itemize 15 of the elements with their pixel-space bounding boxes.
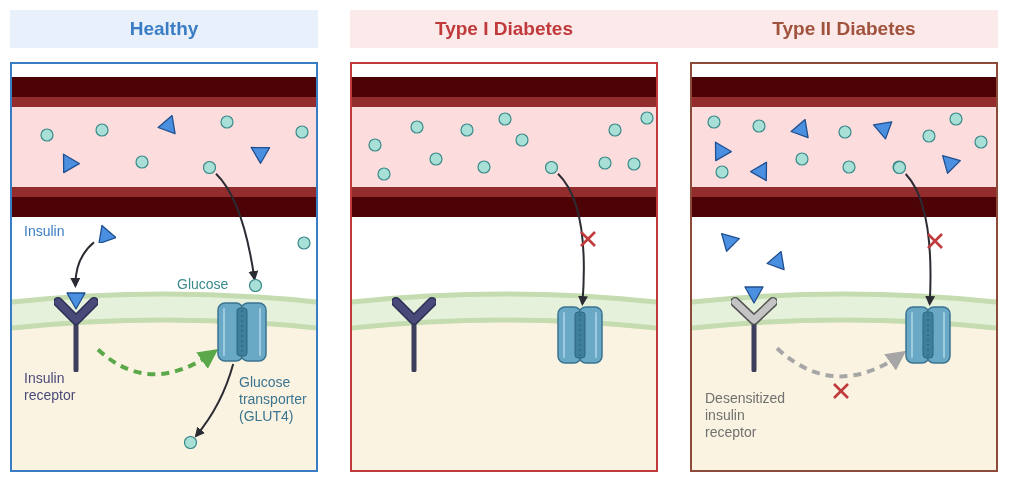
arrow [775, 346, 907, 379]
panel-heading: Healthy [10, 10, 318, 48]
label: Insulin [24, 223, 66, 240]
label: Insulin receptor [24, 370, 77, 404]
label: Desensitized insulin receptor [705, 390, 787, 441]
arrow [904, 173, 935, 306]
panel-heading: Type I Diabetes [350, 10, 674, 48]
label: Glucose transporter (GLUT4) [239, 374, 308, 425]
label: Glucose [177, 276, 230, 293]
arrow [194, 363, 235, 438]
arrow [557, 172, 588, 306]
arrow [96, 347, 219, 377]
arrow [70, 241, 95, 288]
arrow [215, 172, 259, 281]
panel-heading: Type II Diabetes [674, 10, 998, 48]
